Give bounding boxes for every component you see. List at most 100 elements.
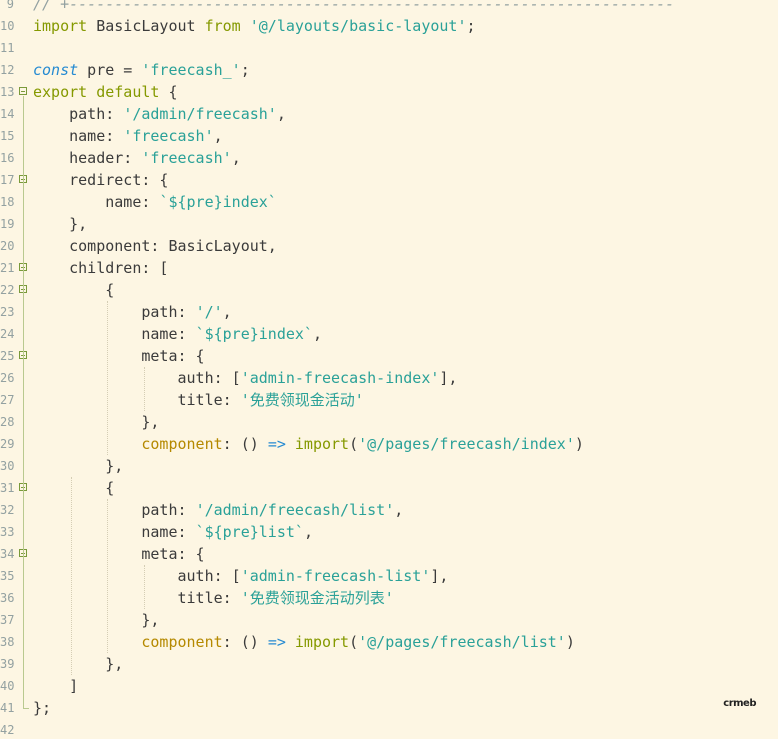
fold-range-line [23, 96, 24, 708]
line-number-gutter [0, 0, 32, 739]
line-number: 24 [0, 327, 15, 341]
code-line[interactable]: 23 path: '/', [0, 301, 778, 323]
line-code: import BasicLayout from '@/layouts/basic… [33, 15, 476, 37]
line-number: 15 [0, 129, 15, 143]
line-number: 34 [0, 547, 15, 561]
line-number: 11 [0, 41, 15, 55]
code-line[interactable]: 9 // +-----------------------------------… [0, 0, 778, 15]
code-token: header: [33, 149, 142, 167]
line-code: }, [33, 455, 123, 477]
line-code: }, [33, 653, 123, 675]
line-code: name: 'freecash', [33, 125, 223, 147]
code-token: import [33, 17, 88, 35]
crmeb-logo: crmeb [723, 698, 756, 709]
line-number: 9 [6, 0, 14, 11]
line-code: auth: ['admin-freecash-index'], [33, 367, 457, 389]
line-code: export default { [33, 81, 178, 103]
line-code: redirect: { [33, 169, 168, 191]
fold-toggle-icon[interactable] [19, 87, 27, 95]
line-number: 25 [0, 349, 15, 363]
line-code: }, [33, 213, 87, 235]
code-token: `${pre}list` [195, 523, 304, 541]
indent-guide [107, 301, 109, 455]
line-number: 37 [0, 613, 15, 627]
indent-guide [143, 565, 145, 609]
line-code: path: '/admin/freecash/list', [33, 499, 403, 521]
code-line[interactable]: 25 meta: { [0, 345, 778, 367]
code-line[interactable]: 35 auth: ['admin-freecash-list'], [0, 565, 778, 587]
line-code: meta: { [33, 543, 204, 565]
code-line[interactable]: 27 title: '免费领现金活动' [0, 389, 778, 411]
code-token: ], [439, 369, 458, 387]
code-line[interactable]: 19 }, [0, 213, 778, 235]
code-token: '@/pages/freecash/list' [358, 633, 566, 651]
code-line[interactable]: 15 name: 'freecash', [0, 125, 778, 147]
code-line[interactable]: 29 component: () => import('@/pages/free… [0, 433, 778, 455]
code-token: path: [33, 303, 196, 321]
code-line[interactable]: 40 ] [0, 675, 778, 697]
code-line[interactable]: 39 }, [0, 653, 778, 675]
code-token: '免费领现金活动列表' [240, 589, 394, 607]
code-token: BasicLayout [87, 17, 205, 35]
code-line[interactable]: 38 component: () => import('@/pages/free… [0, 631, 778, 653]
code-token: 'freecash' [141, 149, 232, 167]
line-number: 12 [0, 63, 15, 77]
code-line[interactable]: 22 { [0, 279, 778, 301]
code-line[interactable]: 42 [0, 719, 778, 739]
line-number: 16 [0, 151, 15, 165]
line-code: }; [33, 697, 51, 719]
code-token: => [267, 633, 286, 651]
code-line[interactable]: 37 }, [0, 609, 778, 631]
code-line[interactable]: 21 children: [ [0, 257, 778, 279]
code-line[interactable]: 20 component: BasicLayout, [0, 235, 778, 257]
code-token: }, [33, 611, 160, 629]
code-line[interactable]: 33 name: `${pre}list`, [0, 521, 778, 543]
code-line[interactable]: 34 meta: { [0, 543, 778, 565]
code-token: }, [33, 655, 124, 673]
line-code: // +------------------------------------… [33, 0, 674, 15]
line-number: 26 [0, 371, 15, 385]
line-number: 31 [0, 481, 15, 495]
code-line[interactable]: 24 name: `${pre}index`, [0, 323, 778, 345]
code-token: const [33, 61, 79, 79]
code-token: , [213, 127, 223, 145]
code-token: ] [33, 677, 79, 695]
line-number: 22 [0, 283, 15, 297]
code-line[interactable]: 17 redirect: { [0, 169, 778, 191]
line-code: name: `${pre}index`, [33, 323, 322, 345]
code-line[interactable]: 11 [0, 37, 778, 59]
code-token: { [33, 281, 115, 299]
code-line[interactable]: 28 }, [0, 411, 778, 433]
code-line[interactable]: 32 path: '/admin/freecash/list', [0, 499, 778, 521]
indent-guide [143, 367, 145, 411]
code-token: component [141, 435, 223, 453]
code-line[interactable]: 36 title: '免费领现金活动列表' [0, 587, 778, 609]
code-line[interactable]: 14 path: '/admin/freecash', [0, 103, 778, 125]
code-token [33, 633, 141, 651]
code-token: path: [33, 501, 196, 519]
line-code: { [33, 279, 114, 301]
code-token: '@/pages/freecash/index' [358, 435, 575, 453]
code-token: redirect: { [33, 171, 169, 189]
code-token: , [276, 105, 286, 123]
code-token: from [204, 17, 241, 35]
line-code: path: '/admin/freecash', [33, 103, 286, 125]
code-token: => [267, 435, 286, 453]
code-token: `${pre}index` [195, 325, 313, 343]
code-token: ) [574, 435, 584, 453]
code-line[interactable]: 16 header: 'freecash', [0, 147, 778, 169]
code-line[interactable]: 18 name: `${pre}index` [0, 191, 778, 213]
line-code: children: [ [33, 257, 168, 279]
code-line[interactable]: 30 }, [0, 455, 778, 477]
code-line[interactable]: 26 auth: ['admin-freecash-index'], [0, 367, 778, 389]
code-token: , [231, 149, 241, 167]
code-token: '/admin/freecash' [123, 105, 277, 123]
indent-guide [71, 477, 73, 675]
code-token: , [303, 523, 313, 541]
code-line[interactable]: 41}; [0, 697, 778, 719]
code-line[interactable]: 31 { [0, 477, 778, 499]
